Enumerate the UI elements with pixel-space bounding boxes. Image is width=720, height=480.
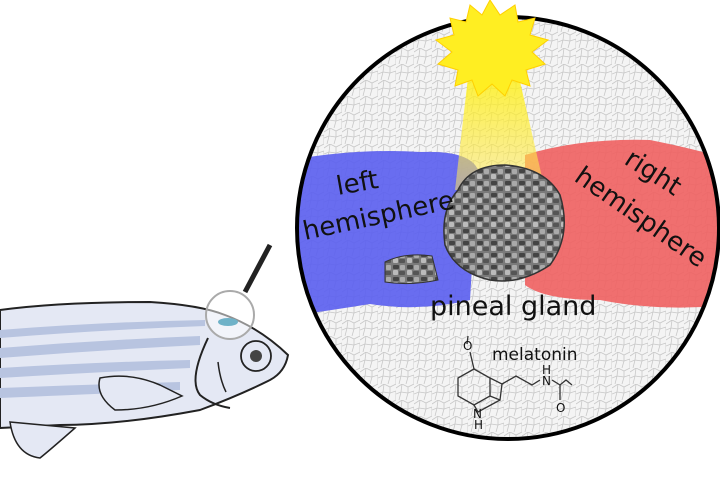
fish-gill-line [194, 337, 231, 409]
pineal-gland-label: pineal gland [430, 291, 596, 322]
zebrafish-illustration [0, 243, 290, 459]
magnifying-glass-lens [205, 290, 255, 340]
atom-o: O [463, 339, 472, 353]
pectoral-fin [98, 375, 184, 411]
right-hemisphere-region [525, 139, 719, 308]
atom-n2: N [473, 407, 482, 421]
atom-o2: O [556, 401, 565, 415]
atom-h: H [542, 363, 551, 377]
sun-icon [434, 0, 550, 97]
left-label-line1: left [334, 165, 381, 202]
magnifying-glass-handle [242, 243, 273, 294]
pelvic-fin [9, 421, 77, 459]
molecule-atom-labels: O H N O N H [463, 339, 565, 432]
atom-n: N [542, 374, 551, 388]
melatonin-label: melatonin [492, 345, 578, 365]
small-gland-shape [384, 254, 439, 285]
atom-h2: H [474, 418, 483, 432]
melatonin-structure [457, 335, 573, 413]
pineal-gland-shape [443, 164, 565, 282]
